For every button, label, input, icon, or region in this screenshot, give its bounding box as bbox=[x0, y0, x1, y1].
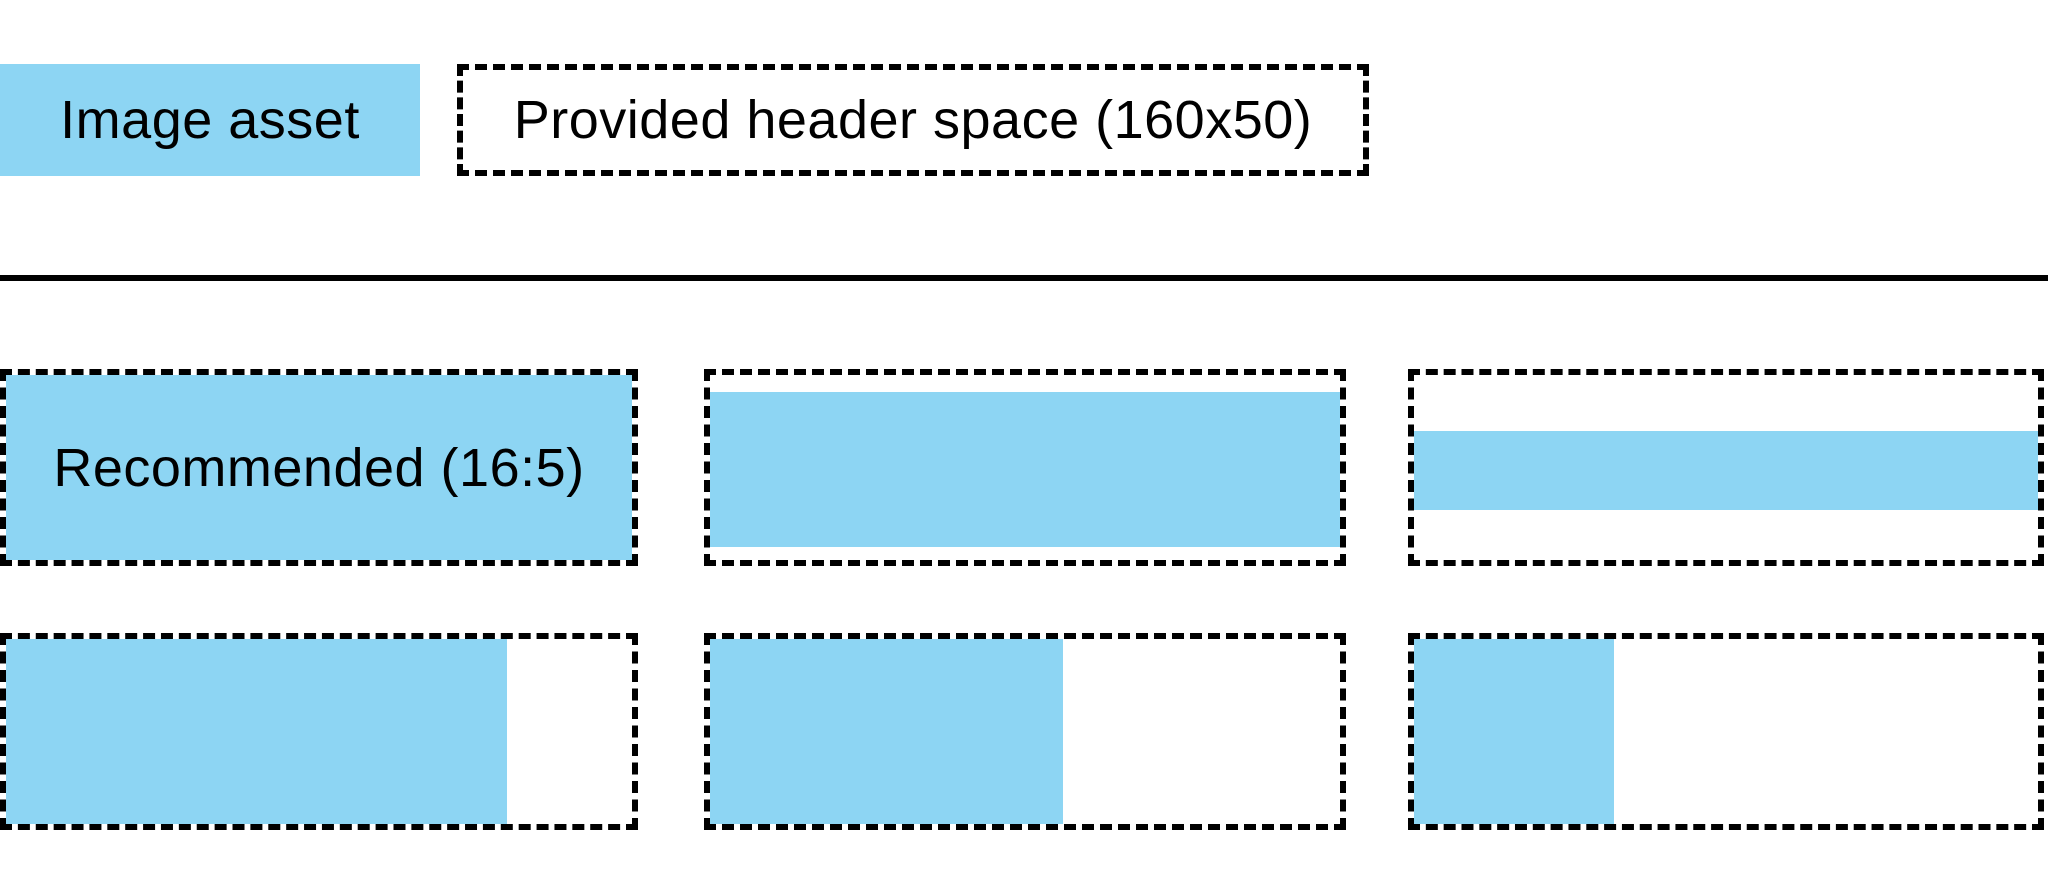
image-asset-fill-thin-band bbox=[1414, 430, 2038, 511]
recommended-label: Recommended (16:5) bbox=[53, 437, 585, 498]
example-full-width-shorter bbox=[704, 369, 1346, 566]
image-asset-fill-full-width-shorter bbox=[710, 391, 1340, 548]
legend-header-space-box: Provided header space (160x50) bbox=[457, 64, 1369, 176]
example-full-height-56-width bbox=[704, 633, 1346, 830]
example-full-height-80-width bbox=[0, 633, 638, 830]
example-full-height-32-width bbox=[1408, 633, 2044, 830]
image-asset-fill-56-width bbox=[710, 639, 1063, 824]
legend-header-space-label: Provided header space (160x50) bbox=[513, 90, 1313, 150]
example-recommended-16-5: Recommended (16:5) bbox=[0, 369, 638, 566]
image-asset-fill-32-width bbox=[1414, 639, 1614, 824]
section-divider bbox=[0, 275, 2048, 281]
image-asset-fill-recommended: Recommended (16:5) bbox=[6, 375, 632, 560]
example-full-width-thin-band bbox=[1408, 369, 2044, 566]
legend-image-asset-label: Image asset bbox=[60, 90, 360, 150]
legend-image-asset-swatch: Image asset bbox=[0, 64, 420, 176]
image-asset-fill-80-width bbox=[6, 639, 507, 824]
